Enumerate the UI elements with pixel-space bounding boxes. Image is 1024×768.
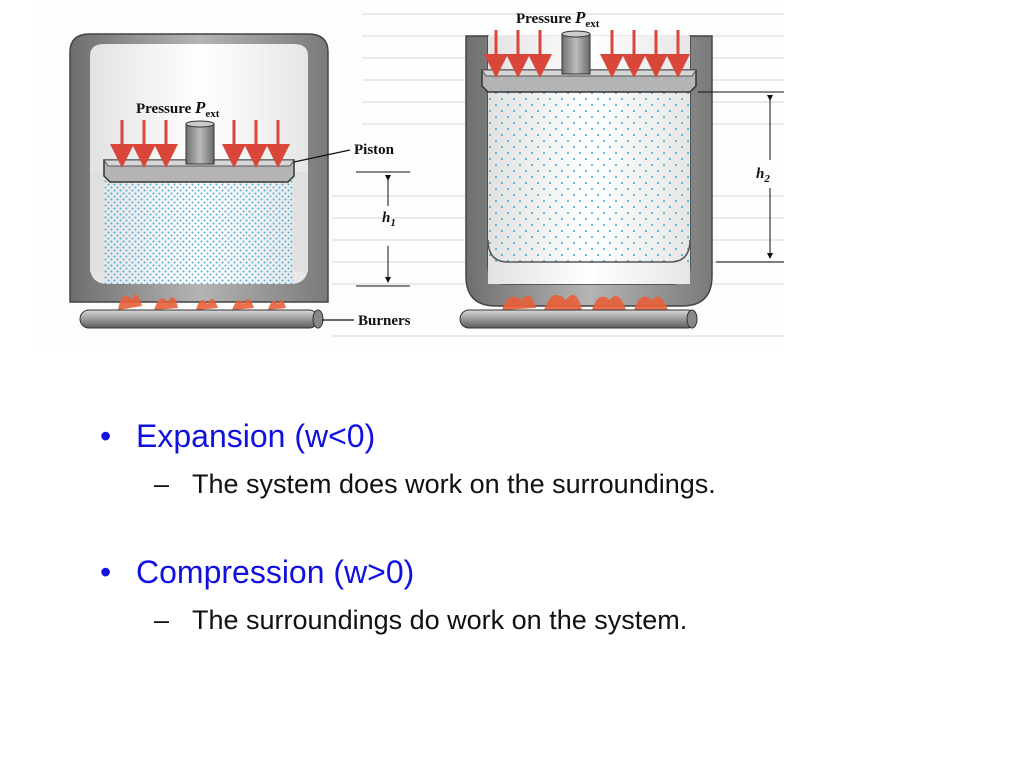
left-gas-region [104,172,294,284]
subbullet-expansion: – The system does work on the surroundin… [100,464,1000,504]
svg-text:Pressure Pext: Pressure Pext [136,98,220,120]
subbullet-compression-text: The surroundings do work on the system. [192,605,688,635]
h2-subscript: 2 [763,173,770,185]
pressure-label-right: Pressure [516,11,572,27]
bullet-marker: • [100,554,112,590]
right-cylinder: Pressure Pext h2 [459,8,784,329]
svg-text:Pressure Pext: Pressure Pext [516,8,600,30]
bullet-marker: • [100,418,112,454]
right-burner-flames [502,294,668,310]
h2-dimension: h2 [698,91,784,263]
bullet-list: • Expansion (w<0) – The system does work… [100,412,1000,640]
pressure-symbol-left: P [194,98,206,117]
h2-symbol: h [756,166,764,182]
burners-label: Burners [358,313,411,329]
left-pressure-arrows [110,120,290,168]
right-burner-pipe [459,309,698,329]
bullet-compression-text: Compression (w>0) [136,554,415,590]
pressure-subscript-right: ext [585,18,599,30]
right-pressure-arrows [484,30,690,78]
dash-marker: – [154,605,170,635]
left-burner-flames [118,294,286,310]
left-burner-pipe [79,309,324,329]
h1-dimension: h1 [356,171,410,287]
bullet-compression: • Compression (w>0) [100,548,1000,596]
bullet-expansion: • Expansion (w<0) [100,412,1000,460]
right-gas-region [488,92,690,262]
subbullet-compression: – The surroundings do work on the system… [100,600,1000,640]
piston-cylinder-diagram: Pressure Pext Piston h1 Burners [32,0,784,352]
h1-subscript: 1 [390,217,396,229]
right-piston-rod [561,33,591,75]
h1-symbol: h [382,210,390,226]
pressure-symbol-right: P [574,8,586,27]
piston-leader-line [293,149,351,163]
left-cylinder: Pressure Pext Piston h1 Burners [69,33,411,329]
pressure-label-left: Pressure [136,101,192,117]
pressure-subscript-left: ext [205,108,219,120]
subbullet-expansion-text: The system does work on the surroundings… [192,469,716,499]
piston-label: Piston [354,142,395,158]
svg-text:h1: h1 [382,210,396,229]
dash-marker: – [154,469,170,499]
bullet-expansion-text: Expansion (w<0) [136,418,376,454]
svg-text:h2: h2 [756,166,770,185]
left-piston-rod [185,123,215,165]
